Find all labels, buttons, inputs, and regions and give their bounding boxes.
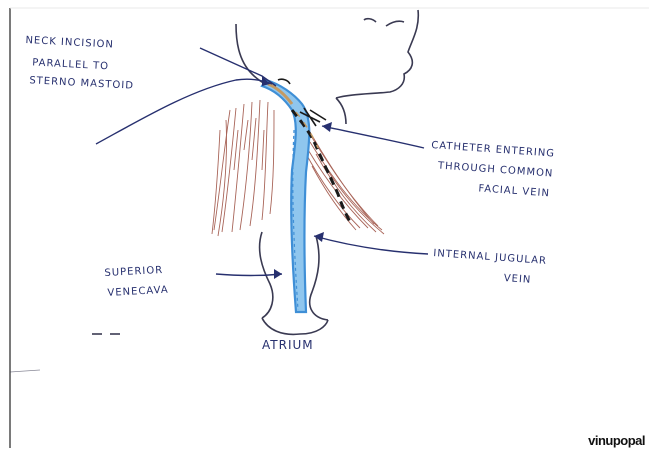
head-outline <box>236 10 418 124</box>
label-svc: SUPERIOR VENECAVA <box>104 261 169 304</box>
watermark: vinupopal <box>588 433 645 448</box>
arrow-jugular <box>314 232 324 242</box>
label-svc-line2: VENECAVA <box>107 281 169 304</box>
internal-jugular-vein <box>262 80 309 312</box>
label-atrium: ATRIUM <box>262 338 314 352</box>
arrow-svc <box>274 269 282 279</box>
stray-marks <box>10 334 120 372</box>
label-jugular-line2: VEIN <box>503 269 546 292</box>
pointer-svc <box>216 274 282 276</box>
label-catheter: CATHETER ENTERING THROUGH COMMON FACIAL … <box>428 136 556 204</box>
pointer-catheter <box>322 126 424 148</box>
pointer-jugular <box>314 236 428 254</box>
muscle-left <box>212 100 274 236</box>
label-jugular: INTERNAL JUGULAR VEIN <box>431 244 547 292</box>
arrow-catheter <box>322 122 332 132</box>
label-neck-incision: NECK INCISION PARALLEL TO STERNO MASTOID <box>23 30 137 98</box>
